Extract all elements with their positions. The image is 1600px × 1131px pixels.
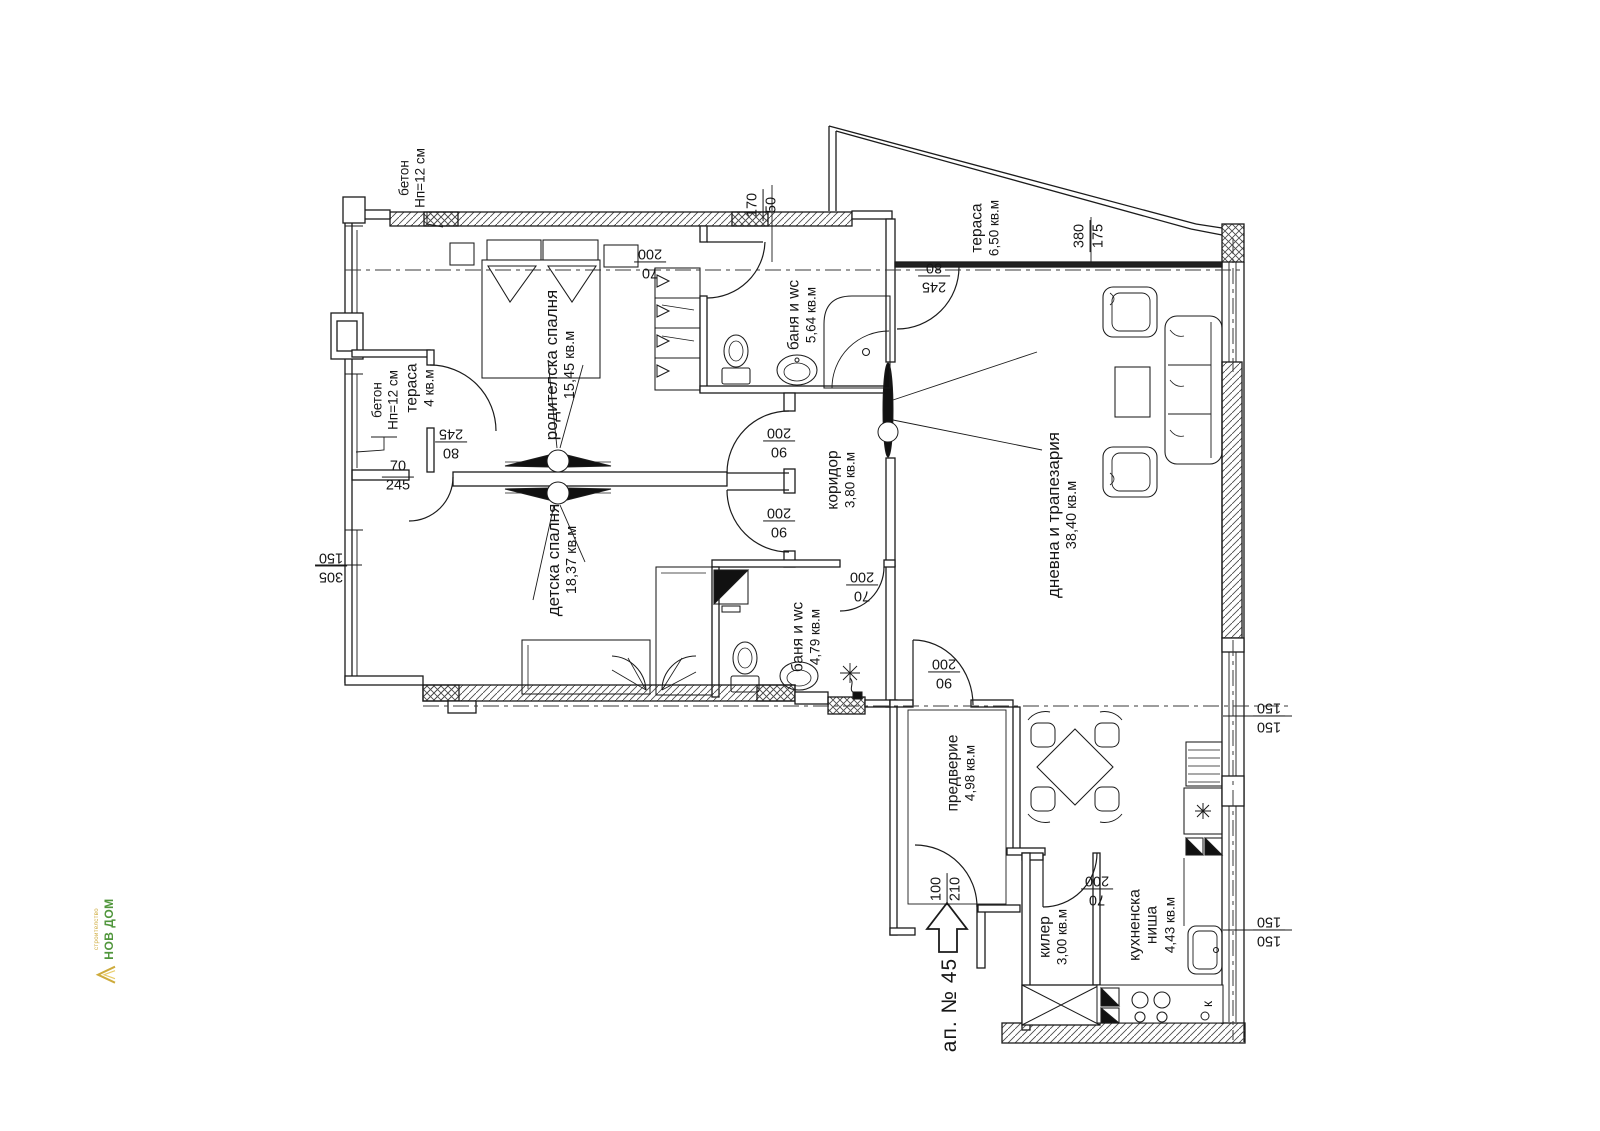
armchair <box>1102 446 1158 498</box>
house-icon <box>95 965 116 984</box>
note-concrete-left: бетон Нп=12 см <box>369 370 400 430</box>
walls <box>330 125 1246 1044</box>
cabinet <box>603 244 639 268</box>
sofa <box>1164 315 1223 465</box>
note-concrete-top: бетон Нп=12 см <box>396 148 427 208</box>
dishwasher-cabinets <box>1183 836 1224 926</box>
axis-centerlines <box>345 238 1292 1040</box>
coffee-table <box>1114 366 1151 418</box>
section-symbols <box>315 185 1292 1021</box>
nightstand <box>449 242 475 266</box>
toilet-bottom <box>730 641 760 693</box>
toilet-top <box>721 334 751 385</box>
fridge <box>1183 787 1223 835</box>
stove <box>1100 986 1171 1024</box>
room-label-terrace-top: тераса 6,50 кв.м <box>968 199 1002 257</box>
room-label-parent-bedroom: родителска спалня 15,45 кв.м <box>541 289 578 441</box>
single-bed-vertical <box>655 566 713 696</box>
room-label-children-bedroom: детска спалня 18,37 кв.м <box>543 503 580 617</box>
room-label-bathroom-top: баня и wc 5,64 кв.м <box>785 279 819 351</box>
kitchen-vent-label: к <box>1199 1000 1216 1008</box>
single-bed-horizontal <box>521 639 651 695</box>
shower-faucet <box>840 663 863 700</box>
room-label-entry-hall: предверие 4,98 кв.м <box>944 734 978 812</box>
room-label-bathroom-bottom: баня и wc 4,79 кв.м <box>789 601 823 673</box>
door-swings <box>408 241 1098 908</box>
double-bed <box>481 239 601 379</box>
room-label-corridor: коридор 3,80 кв.м <box>824 450 858 510</box>
furniture <box>449 239 1224 1024</box>
kitchen-sink <box>1187 925 1223 975</box>
sink-top <box>776 354 818 386</box>
radiator <box>1185 741 1223 787</box>
room-label-terrace-left: тераса 4 кв.м <box>403 363 437 413</box>
sink-bottom <box>779 661 819 691</box>
room-label-living-dining: дневна и трапезария 38,40 кв.м <box>1043 432 1080 598</box>
armchair <box>1102 286 1158 338</box>
dining-table <box>1027 711 1123 823</box>
room-label-kitchen-niche: кухненска ниша 4,43 кв.м <box>1126 889 1178 961</box>
wardrobe <box>654 267 701 391</box>
room-label-pantry: килер 3,00 кв.м <box>1036 908 1070 966</box>
apartment-number: ап. № 45 <box>938 957 962 1053</box>
washing-machine <box>713 569 750 613</box>
nov-dom-logo: строителство НОВ ДОМ <box>94 898 118 985</box>
corner-bathtub <box>823 295 891 389</box>
